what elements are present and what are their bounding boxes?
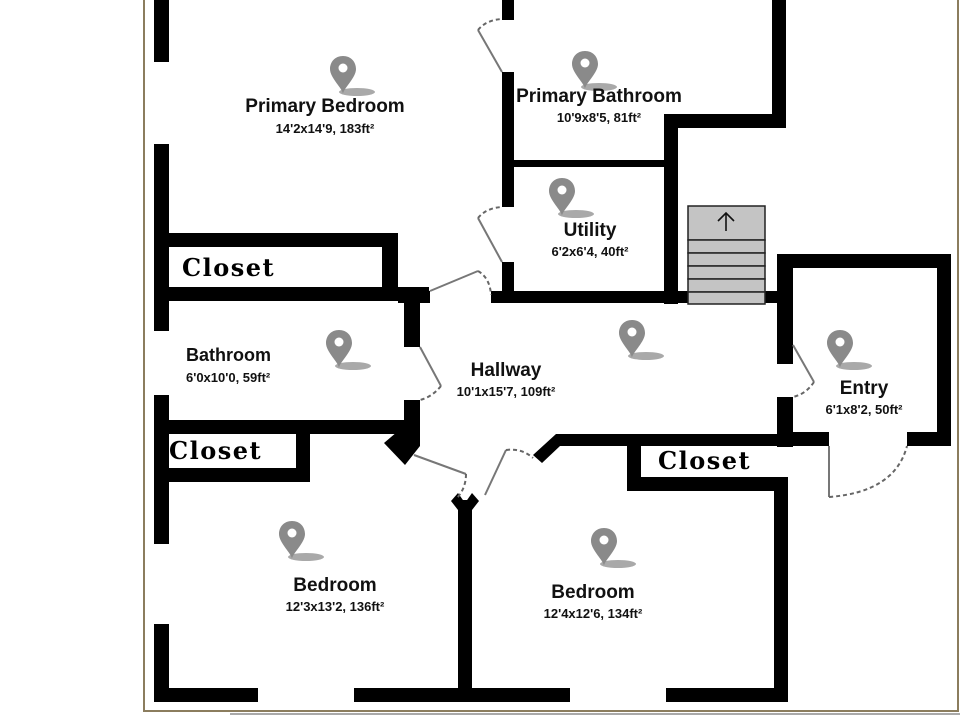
closet-label[interactable]: Closet [169, 436, 262, 465]
room-name: Primary Bathroom [516, 86, 682, 107]
room-name: Primary Bedroom [245, 96, 404, 117]
closet-label[interactable]: Closet [182, 253, 275, 282]
room-bedroom-2[interactable]: Bedroom 12'4x12'6, 134ft² [544, 582, 643, 621]
closet-label[interactable]: Closet [658, 446, 751, 475]
room-name: Bathroom [186, 345, 271, 365]
room-entry[interactable]: Entry 6'1x8'2, 50ft² [825, 378, 903, 417]
room-utility[interactable]: Utility 6'2x6'4, 40ft² [551, 220, 629, 259]
room-name: Hallway [471, 360, 542, 381]
room-hallway[interactable]: Hallway 10'1x15'7, 109ft² [457, 360, 556, 399]
room-primary-bedroom[interactable]: Primary Bedroom 14'2x14'9, 183ft² [245, 96, 404, 136]
room-name: Bedroom [293, 575, 376, 596]
page-frame [143, 0, 959, 712]
room-dimensions: 10'1x15'7, 109ft² [457, 384, 556, 399]
room-dimensions: 12'4x12'6, 134ft² [544, 606, 643, 621]
room-dimensions: 6'2x6'4, 40ft² [551, 244, 629, 259]
room-name: Bedroom [551, 582, 634, 603]
room-dimensions: 12'3x13'2, 136ft² [286, 599, 385, 614]
doors [413, 18, 908, 499]
room-name: Utility [564, 220, 617, 241]
room-name: Entry [840, 378, 889, 399]
room-primary-bathroom[interactable]: Primary Bathroom 10'9x8'5, 81ft² [516, 86, 682, 125]
room-dimensions: 14'2x14'9, 183ft² [276, 121, 375, 136]
room-bedroom-1[interactable]: Bedroom 12'3x13'2, 136ft² [286, 575, 385, 614]
room-dimensions: 6'1x8'2, 50ft² [825, 402, 903, 417]
room-bathroom[interactable]: Bathroom 6'0x10'0, 59ft² [186, 345, 271, 385]
room-dimensions: 10'9x8'5, 81ft² [557, 110, 642, 125]
stairs-up-arrow-icon [717, 211, 735, 231]
room-dimensions: 6'0x10'0, 59ft² [186, 370, 271, 385]
stairs [687, 205, 766, 305]
windows [154, 62, 666, 702]
